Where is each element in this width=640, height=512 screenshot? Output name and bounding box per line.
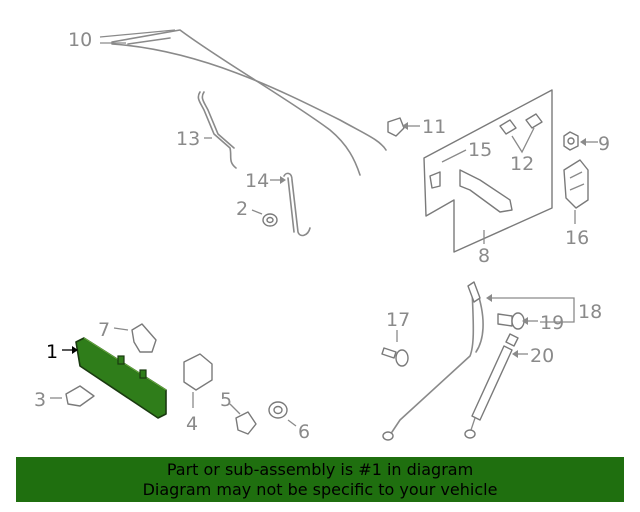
leader-15 (441, 149, 467, 163)
part-11-clip (387, 117, 405, 137)
callout-8: 8 (478, 245, 490, 267)
callout-2: 2 (236, 198, 248, 220)
callout-1: 1 (46, 341, 58, 363)
callout-6: 6 (298, 421, 310, 443)
leader-6 (287, 419, 297, 427)
callout-11: 11 (422, 116, 446, 138)
callout-13: 13 (176, 128, 200, 150)
leader-7 (113, 327, 129, 331)
part-20-gas-strut (464, 333, 519, 439)
callout-9: 9 (598, 133, 610, 155)
part-19-clip (497, 312, 525, 330)
callout-16: 16 (565, 227, 589, 249)
callout-15: 15 (468, 139, 492, 161)
callout-20: 20 (530, 345, 554, 367)
callout-12: 12 (510, 153, 534, 175)
leader-18 (490, 297, 575, 323)
callout-3: 3 (34, 389, 46, 411)
leader-10 (99, 29, 176, 38)
part-10-release-cable (111, 29, 387, 176)
part-14-support-rod (283, 172, 311, 237)
parts-diagram: 10 13 14 2 11 8 15 12 (34, 29, 610, 443)
callout-7: 7 (98, 319, 110, 341)
banner-line-1: Part or sub-assembly is #1 in diagram (166, 459, 474, 479)
info-banner: Part or sub-assembly is #1 in diagram Di… (16, 457, 624, 502)
callout-14: 14 (245, 170, 269, 192)
part-13-prop-rod (197, 91, 237, 169)
part-4-switch (183, 353, 213, 391)
banner-line-2: Diagram may not be specific to your vehi… (142, 479, 498, 499)
part-9-nut (563, 131, 579, 151)
callout-10: 10 (68, 29, 92, 51)
part-12-clips (499, 113, 543, 135)
callout-4: 4 (186, 413, 198, 435)
leader-5 (229, 403, 241, 415)
leader-2 (251, 209, 263, 215)
part-1-handle (75, 337, 167, 419)
part-17-bolt (381, 347, 409, 367)
callout-17: 17 (386, 309, 410, 331)
part-18-cable (382, 281, 484, 441)
part-16-latch (563, 159, 589, 209)
part-7-actuator (131, 323, 157, 353)
leader-12 (511, 127, 535, 154)
part-8-latch-panel (423, 89, 553, 253)
part-3-pad (65, 385, 95, 407)
part-2-bumper (262, 213, 278, 227)
part-6-grommet (268, 401, 288, 419)
callout-19: 19 (540, 312, 564, 334)
part-5-connector (235, 411, 257, 435)
callout-18: 18 (578, 301, 602, 323)
callout-5: 5 (220, 389, 232, 411)
